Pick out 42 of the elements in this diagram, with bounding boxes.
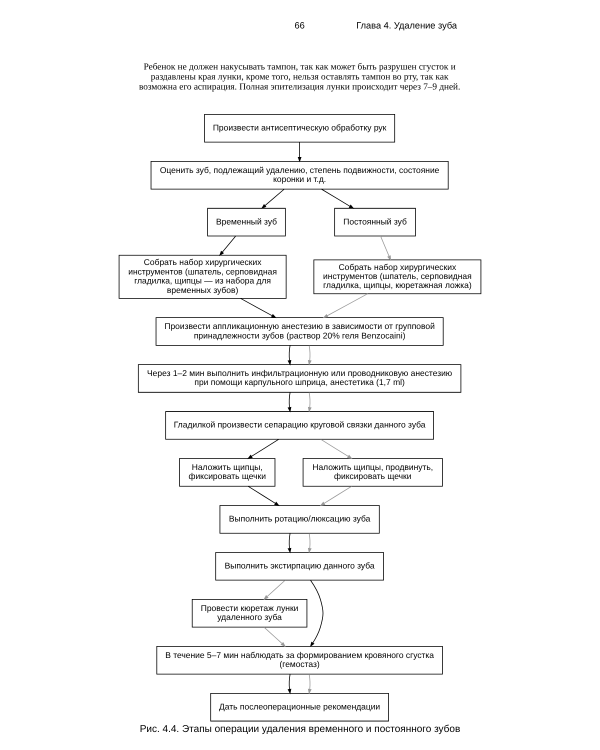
arrow (298, 142, 302, 162)
arrow (308, 532, 312, 554)
node-box: Провести кюретаж лунки удаленного зуба (192, 599, 308, 628)
node-box: Наложить щипцы, фиксировать щечки (179, 458, 276, 487)
arrow (248, 486, 280, 506)
arrow (288, 674, 292, 694)
label: Глава 4. Удаление зуба (356, 20, 458, 30)
node-box: Собрать набор хирургических инструментов (шпатель, серповидная гладилка, щипцы — из набора для временных зубов) (118, 254, 287, 299)
node-box: Наложить щипцы, продвинуть, фиксировать щечки (302, 458, 443, 487)
caption: Рис. 4.4. Этапы операции удаления временного и постоянного зубов (140, 724, 460, 736)
node-box: Через 1–2 мин выполнить инфильтрационную или проводниковую анестезию при помощи карпульного шприца, анестетика (1,7 ml) (138, 364, 462, 393)
arrow (240, 298, 277, 318)
node-box: Выполнить ротацию/люксацию зуба (220, 505, 380, 534)
arrow (308, 674, 312, 694)
node-box: Произвести антисептическую обработку рук (204, 114, 396, 142)
arrow (219, 236, 236, 256)
arrow (320, 486, 352, 506)
node-box: Выполнить экстирпацию данного зуба (215, 552, 384, 581)
arrow (321, 188, 354, 209)
arrow (288, 532, 292, 554)
node-box: Оценить зуб, подлежащий удалению, степень подвижности, состояние коронки и т.д. (150, 160, 449, 190)
node-box: Дать послеоперационные рекомендации (210, 692, 389, 722)
arrow (380, 236, 392, 261)
node-box: Временный зуб (207, 208, 286, 236)
arrow (247, 438, 280, 460)
arrow (261, 188, 285, 209)
arrow (322, 293, 368, 318)
arrow (308, 345, 312, 366)
arrow (264, 626, 286, 647)
node-box: В течение 5–7 мин наблюдать за формированием кровяного сгустка (гемостаз) (156, 646, 443, 674)
label: Ребенок не должен накусывать тампон, так как может быть разрушен сгусток и раздавлены края лунки, кроме того, нельзя оставлять тампон во рту, так как возможна его аспирация. Полная эпителизация лунки происходит через 7–9 дней. (138, 61, 460, 92)
node-box: Гладилкой произвести сепарацию круговой связки данного зуба (165, 411, 434, 440)
arrow (310, 580, 324, 648)
node-box: Собрать набор хирургических инструментов (шпатель, серповидная гладилка, щипцы, кюретажная ложка) (313, 260, 482, 294)
node-box: Постоянный зуб (334, 208, 416, 236)
arrow (320, 438, 353, 460)
label: 66 (294, 20, 305, 30)
arrow (263, 580, 286, 600)
arrow (288, 345, 292, 366)
node-box: Произвести аппликационную анестезию в зависимости от групповой принадлежности зубов (раствор 20% геля Benzocaini) (156, 317, 444, 346)
arrow (288, 392, 292, 413)
arrow (308, 392, 312, 413)
